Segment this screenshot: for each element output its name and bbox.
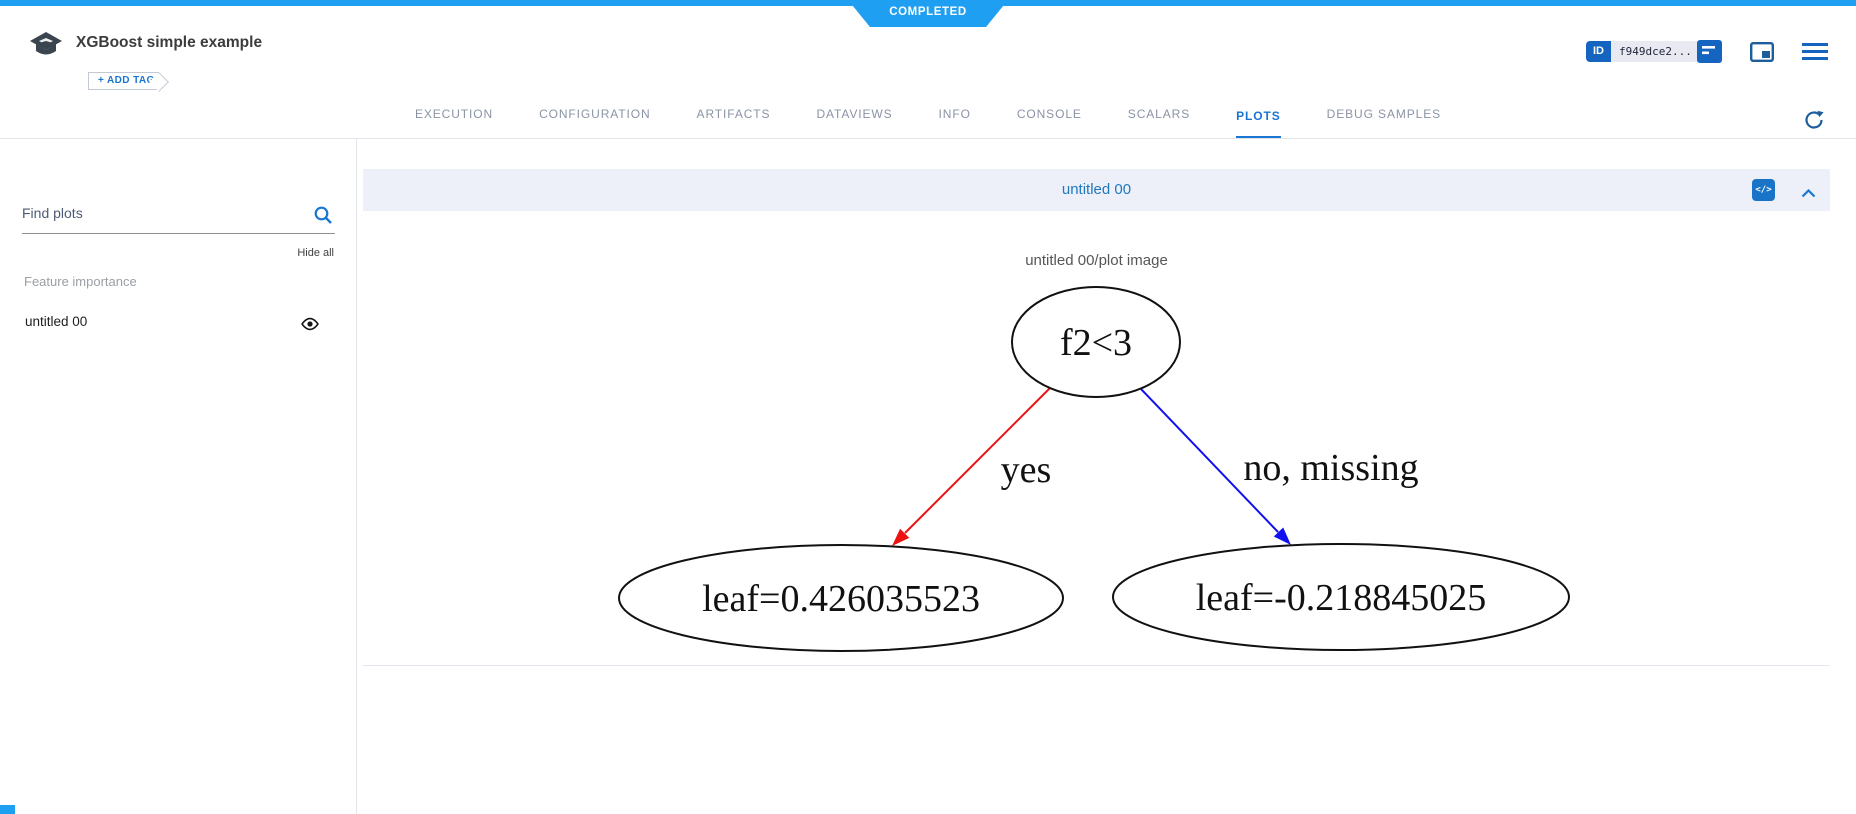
- tab-console[interactable]: CONSOLE: [1016, 107, 1082, 121]
- id-value[interactable]: f949dce2...: [1611, 41, 1700, 62]
- plot-card: untitled 00 </> untitled 00/plot image y…: [363, 169, 1830, 666]
- experiment-type-icon: [28, 30, 64, 67]
- search-input[interactable]: [22, 205, 302, 221]
- edge-no-missing: [1140, 388, 1279, 533]
- metric-group-label: Feature importance: [24, 274, 137, 289]
- view-code-icon[interactable]: </>: [1752, 179, 1775, 201]
- side-panel-icon[interactable]: [1750, 42, 1775, 67]
- plots-sidebar: Hide all Feature importance untitled 00: [0, 139, 357, 814]
- edge-no-missing-arrowhead: [1273, 527, 1291, 545]
- edge-label-no-missing: no, missing: [1243, 447, 1418, 489]
- tab-info[interactable]: INFO: [938, 107, 971, 121]
- right-leaf-ellipse: [1112, 543, 1570, 651]
- status-badge: COMPLETED: [848, 0, 1008, 27]
- add-tag-button[interactable]: + ADD TAG: [88, 72, 159, 90]
- tab-artifacts[interactable]: ARTIFACTS: [696, 107, 771, 121]
- edge-yes: [904, 387, 1051, 534]
- experiment-title: XGBoost simple example: [76, 34, 263, 51]
- plot-card-header: untitled 00 </>: [363, 169, 1830, 211]
- find-plots-field: [22, 205, 335, 234]
- bottom-left-accent: [0, 805, 15, 814]
- tab-dataviews[interactable]: DATAVIEWS: [816, 107, 893, 121]
- sidebar-item-untitled-00[interactable]: untitled 00: [0, 311, 356, 337]
- xgboost-tree-plot: yes no, missing f2<3 leaf=0.426035523 le…: [618, 286, 1570, 652]
- root-node-label: f2<3: [1060, 322, 1132, 364]
- task-details-icon[interactable]: [1697, 40, 1722, 68]
- tab-debug-samples[interactable]: DEBUG SAMPLES: [1326, 107, 1442, 121]
- left-leaf-ellipse: [618, 544, 1064, 652]
- collapse-chevron-icon[interactable]: [1801, 185, 1816, 203]
- right-leaf-label: leaf=-0.218845025: [1196, 577, 1487, 619]
- tab-bar: EXECUTION CONFIGURATION ARTIFACTS DATAVI…: [0, 88, 1856, 139]
- id-label: ID: [1586, 41, 1611, 62]
- menu-icon[interactable]: [1802, 43, 1828, 66]
- plot-image-title: untitled 00/plot image: [1025, 252, 1168, 269]
- tab-scalars[interactable]: SCALARS: [1127, 107, 1191, 121]
- visibility-eye-icon[interactable]: [300, 317, 320, 336]
- plot-item-label: untitled 00: [25, 314, 88, 329]
- left-leaf-label: leaf=0.426035523: [702, 578, 980, 620]
- search-icon[interactable]: [313, 205, 333, 230]
- tab-configuration[interactable]: CONFIGURATION: [539, 107, 651, 121]
- hide-all-link[interactable]: Hide all: [297, 247, 334, 259]
- experiment-id-badge: ID f949dce2...: [1586, 41, 1700, 62]
- edge-label-yes: yes: [1001, 449, 1052, 491]
- auto-refresh-icon[interactable]: [1802, 108, 1826, 137]
- edge-yes-arrowhead: [892, 528, 910, 546]
- tab-execution[interactable]: EXECUTION: [414, 107, 494, 121]
- root-node-ellipse: [1011, 286, 1181, 398]
- plot-card-title: untitled 00: [1061, 181, 1132, 198]
- tab-plots[interactable]: PLOTS: [1236, 88, 1281, 138]
